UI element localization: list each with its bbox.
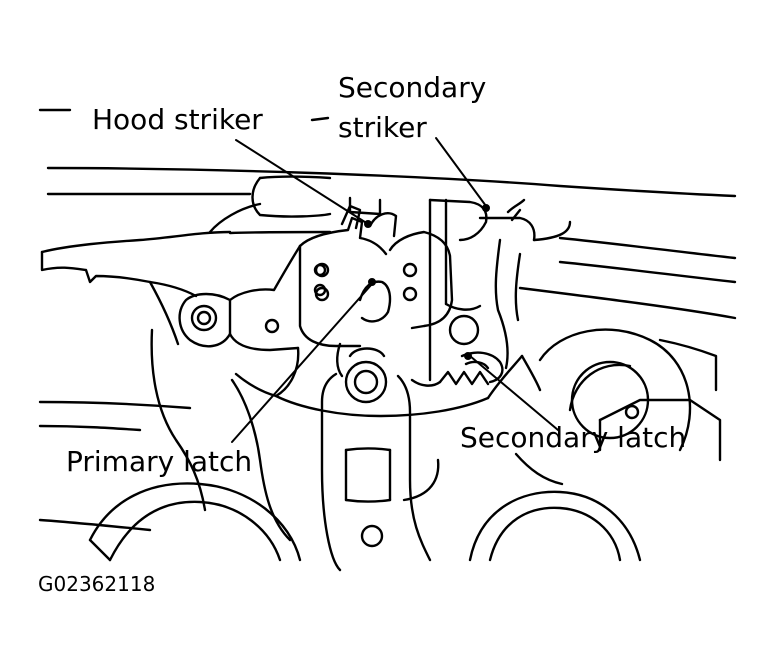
leader-lines	[231, 137, 559, 443]
left-bracket	[40, 175, 332, 346]
secondary-striker-bracket	[348, 196, 572, 382]
secondary-latch-label: Secondary latch	[460, 421, 687, 454]
top-marks	[310, 116, 526, 222]
secondary-striker-leader	[435, 137, 487, 207]
secondary-striker-label-line2: striker	[338, 111, 427, 144]
lower-support-structure	[38, 328, 642, 562]
release-lever	[320, 342, 440, 572]
secondary-latch-spring	[410, 351, 504, 387]
secondary-striker-label-line1: Secondary	[338, 71, 487, 104]
primary-latch-label: Primary latch	[66, 445, 253, 478]
primary-latch-leader	[231, 283, 373, 443]
hood-striker-leader	[235, 139, 369, 225]
secondary-latch-leader	[469, 355, 559, 431]
latch-base-plate	[178, 244, 524, 418]
body-panel-lines	[38, 108, 737, 320]
hood-striker-label: Hood striker	[92, 103, 263, 136]
figure-code: G02362118	[38, 572, 156, 596]
right-pulley-structure	[514, 328, 722, 486]
